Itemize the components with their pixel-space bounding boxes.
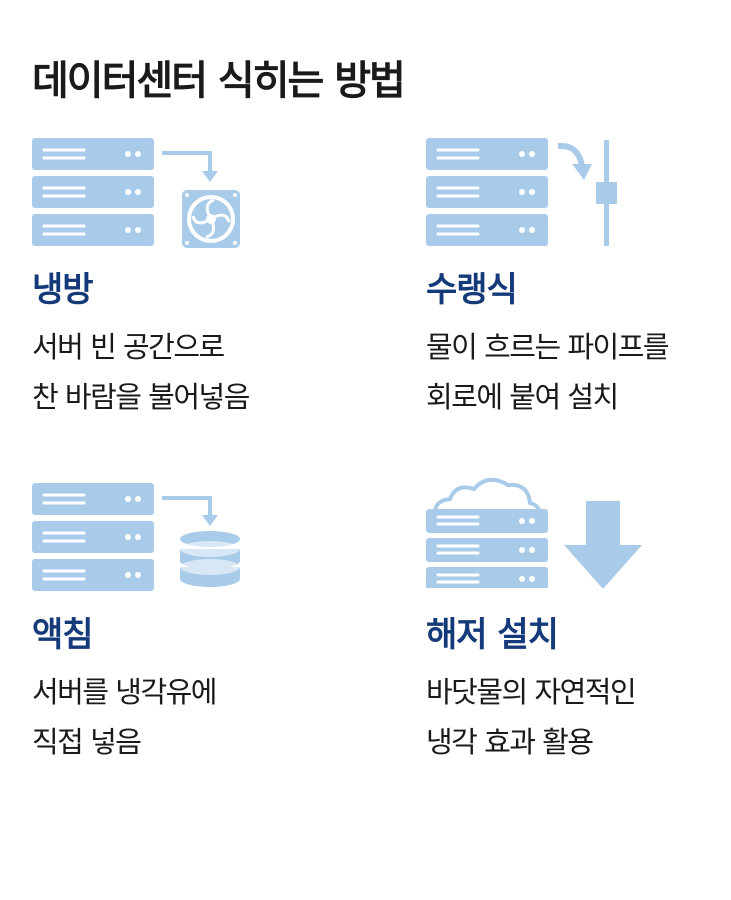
method-label: 액침 [32, 615, 94, 655]
air-cooling-illustration [32, 138, 240, 248]
down-arrow-icon [564, 501, 642, 588]
description-line: 물이 흐르는 파이프를 [426, 330, 670, 364]
method-panel-air-cooling: 냉방 서버 빈 공간으로 찬 바람을 불어넣음 [32, 138, 362, 418]
description-line: 찬 바람을 불어넣음 [32, 380, 250, 414]
server-rack-icon [32, 138, 154, 246]
method-panel-water-cooling: 수랭식 물이 흐르는 파이프를 회로에 붙여 설치 [426, 138, 731, 418]
arrow-icon [162, 151, 218, 182]
server-rack-icon [426, 138, 548, 246]
method-description: 서버 빈 공간으로 찬 바람을 불어넣음 [32, 322, 250, 422]
method-description: 서버를 냉각유에 직접 넣음 [32, 667, 217, 767]
server-rack-icon [32, 483, 154, 591]
method-panel-immersion: 액침 서버를 냉각유에 직접 넣음 [32, 483, 362, 763]
curved-arrow-icon [557, 142, 592, 180]
method-description: 물이 흐르는 파이프를 회로에 붙여 설치 [426, 322, 670, 422]
description-line: 냉각 효과 활용 [426, 725, 594, 759]
method-description: 바닷물의 자연적인 냉각 효과 활용 [426, 667, 637, 767]
undersea-illustration [426, 477, 642, 588]
pipe-icon [596, 140, 617, 246]
method-label: 해저 설치 [426, 615, 559, 655]
oil-tank-icon [180, 531, 240, 587]
method-label: 냉방 [32, 270, 94, 310]
method-panel-undersea: 해저 설치 바닷물의 자연적인 냉각 효과 활용 [426, 477, 731, 763]
method-label: 수랭식 [426, 270, 518, 310]
server-rack-icon [426, 509, 548, 588]
description-line: 회로에 붙여 설치 [426, 380, 619, 414]
fan-icon [182, 190, 240, 248]
page-title: 데이터센터 식히는 방법 [32, 58, 406, 104]
description-line: 바닷물의 자연적인 [426, 675, 637, 709]
cloud-icon [433, 477, 541, 521]
description-line: 서버 빈 공간으로 [32, 330, 225, 364]
immersion-illustration [32, 483, 240, 591]
description-line: 직접 넣음 [32, 725, 142, 759]
arrow-icon [162, 496, 218, 526]
water-cooling-illustration [426, 138, 617, 246]
description-line: 서버를 냉각유에 [32, 675, 217, 709]
